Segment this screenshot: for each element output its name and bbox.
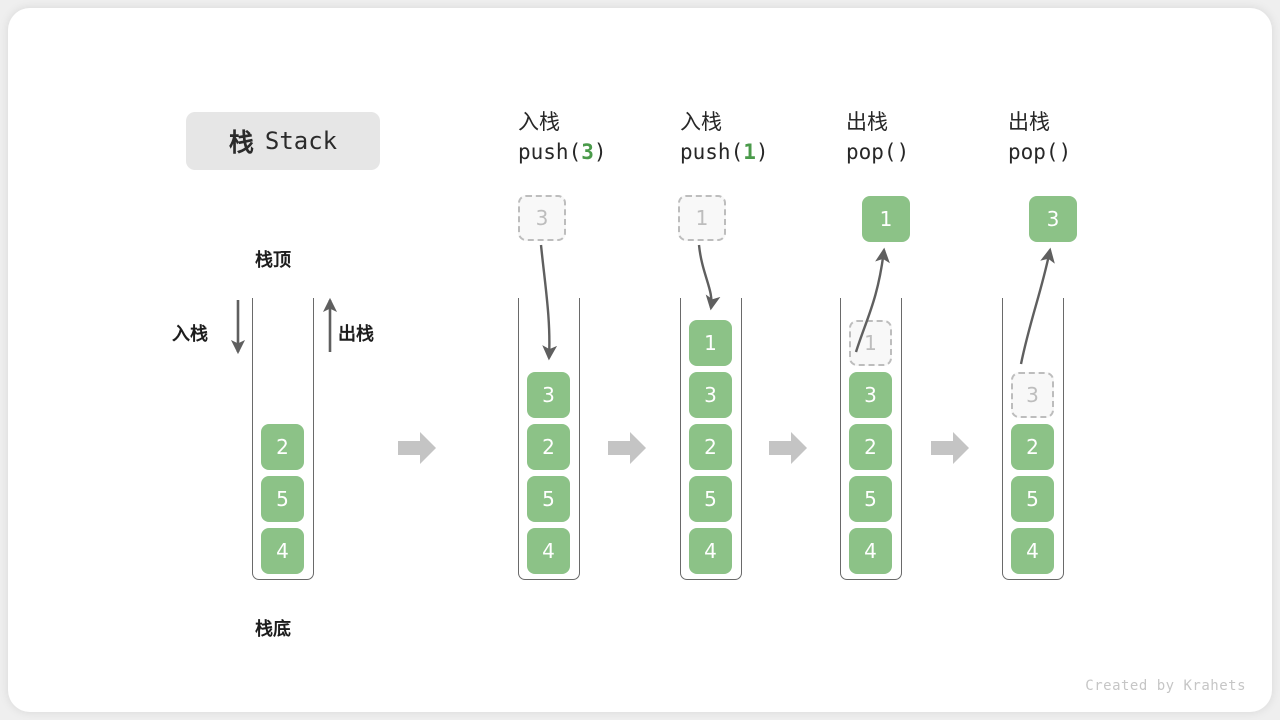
stack-cell: 4	[689, 528, 732, 574]
code-post: )	[593, 140, 607, 164]
stack-cell: 1	[689, 320, 732, 366]
label-stack-top: 栈顶	[255, 250, 291, 271]
code-pre: pop(	[846, 140, 897, 164]
stack-cell: 5	[261, 476, 304, 522]
column-header-pop-3: 出栈 pop()	[1008, 108, 1071, 168]
step-arrow-icon	[929, 428, 971, 468]
stack-cell: 4	[849, 528, 892, 574]
step-arrow-icon	[767, 428, 809, 468]
removed-element-ghost: 3	[1011, 372, 1054, 418]
removed-element-ghost: 1	[849, 320, 892, 366]
stack-cell: 4	[1011, 528, 1054, 574]
code-pre: pop(	[1008, 140, 1059, 164]
header-op-code: pop()	[846, 136, 909, 168]
header-op-cn: 入栈	[680, 110, 722, 134]
stack-container-push-3	[518, 298, 580, 580]
code-arg: 3	[581, 140, 594, 164]
code-post: )	[755, 140, 769, 164]
stack-container-pop-3	[1002, 298, 1064, 580]
header-op-code: push(1)	[680, 136, 769, 168]
step-arrow-icon	[396, 428, 438, 468]
code-post: )	[1058, 140, 1072, 164]
column-header-push-3: 入栈 push(3)	[518, 108, 607, 168]
stack-cell: 2	[689, 424, 732, 470]
popped-element: 1	[862, 196, 910, 242]
header-op-code: pop()	[1008, 136, 1071, 168]
stack-cell: 4	[261, 528, 304, 574]
label-stack-bottom: 栈底	[255, 619, 291, 640]
column-header-push-1: 入栈 push(1)	[680, 108, 769, 168]
stack-cell: 3	[689, 372, 732, 418]
stack-cell: 5	[527, 476, 570, 522]
label-pop-left: 出栈	[338, 324, 374, 345]
incoming-element-ghost: 1	[678, 195, 726, 241]
credit-text: Created by Krahets	[1085, 678, 1246, 694]
stack-container-initial	[252, 298, 314, 580]
code-pre: push(	[518, 140, 582, 164]
code-pre: push(	[680, 140, 744, 164]
stack-cell: 2	[1011, 424, 1054, 470]
stack-cell: 5	[689, 476, 732, 522]
step-arrow-icon	[606, 428, 648, 468]
popped-element: 3	[1029, 196, 1077, 242]
stack-cell: 2	[849, 424, 892, 470]
title-en: Stack	[264, 127, 338, 155]
header-op-cn: 入栈	[518, 110, 560, 134]
code-post: )	[896, 140, 910, 164]
stack-cell: 2	[261, 424, 304, 470]
label-push-left: 入栈	[172, 324, 208, 345]
stack-cell: 5	[1011, 476, 1054, 522]
stack-cell: 4	[527, 528, 570, 574]
stack-cell: 3	[849, 372, 892, 418]
header-op-cn: 出栈	[846, 110, 888, 134]
header-op-cn: 出栈	[1008, 110, 1050, 134]
header-op-code: push(3)	[518, 136, 607, 168]
stack-cell: 5	[849, 476, 892, 522]
incoming-element-ghost: 3	[518, 195, 566, 241]
stack-container-push-1	[680, 298, 742, 580]
stack-container-pop-1	[840, 298, 902, 580]
stack-cell: 2	[527, 424, 570, 470]
stack-cell: 3	[527, 372, 570, 418]
column-header-pop-1: 出栈 pop()	[846, 108, 909, 168]
title-cn: 栈	[228, 128, 255, 157]
title-chip: 栈 Stack	[186, 112, 380, 170]
code-arg: 1	[743, 140, 756, 164]
